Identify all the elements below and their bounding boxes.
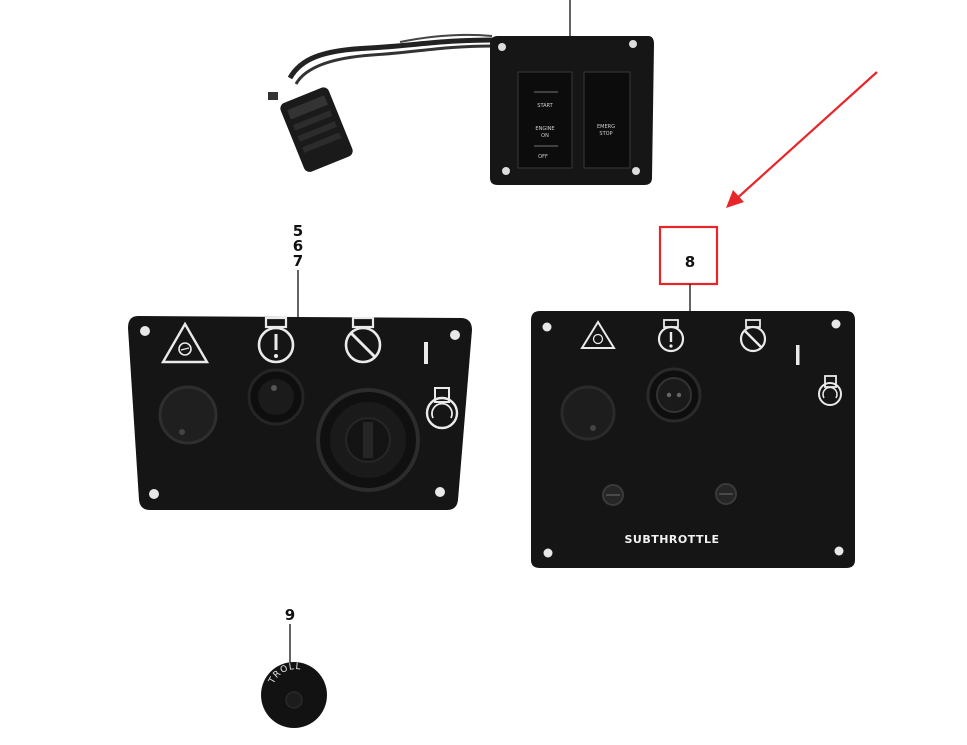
alert-lamp — [247, 368, 305, 426]
rotation-key-icon — [818, 375, 842, 406]
subthrottle-screw-left — [602, 484, 624, 506]
switch-label-emerg: EMERG — [597, 124, 615, 130]
callout-part-8: 8 — [685, 253, 695, 271]
subthrottle-panel-assembly: 8 — [531, 71, 878, 568]
warning-horn — [560, 385, 616, 441]
engine-warning-triangle-icon — [580, 320, 616, 349]
highlight-box-part-8 — [658, 225, 719, 286]
switch-label-on: ON — [541, 133, 549, 139]
indicator-bar-icon — [424, 342, 428, 364]
alert-exclamation-icon — [657, 319, 685, 353]
callout-part-6: 6 — [293, 237, 303, 255]
switch-label-engine: ENGINE — [535, 126, 554, 132]
wire-harness — [268, 33, 496, 100]
troll-knob-assembly: 9 TROLL — [261, 606, 327, 728]
subthrottle-label: SUBTHROTTLE — [624, 533, 719, 546]
right-panel-body — [531, 311, 855, 568]
warning-horn — [158, 385, 218, 445]
fuel-prohibited-icon — [739, 319, 767, 353]
alert-lamp — [646, 367, 702, 423]
engine-warning-triangle-icon — [160, 321, 210, 364]
highlight-arrow — [726, 71, 878, 208]
rotation-key-icon — [425, 387, 459, 430]
switch-label-off: OFF — [538, 154, 548, 160]
indicator-bar-icon — [796, 345, 800, 365]
fuel-prohibited-icon — [344, 316, 382, 364]
switch-label-start: START — [537, 103, 553, 109]
switch-label-stop: STOP — [599, 131, 612, 137]
left-control-panel-assembly: 5 6 7 — [128, 222, 472, 510]
callout-part-9: 9 — [285, 606, 295, 624]
harness-connector — [280, 87, 353, 172]
alert-exclamation-icon — [257, 316, 295, 364]
switch-panel-assembly: START ENGINE ON OFF EMERG STOP — [268, 0, 654, 185]
emergency-stop-switch: EMERG STOP — [583, 71, 631, 169]
callout-part-5: 5 — [293, 222, 303, 240]
ignition-key-switch — [316, 388, 420, 492]
start-engine-switch: START ENGINE ON OFF — [517, 71, 573, 169]
subthrottle-screw-right — [715, 483, 737, 505]
callout-part-7: 7 — [293, 252, 303, 270]
